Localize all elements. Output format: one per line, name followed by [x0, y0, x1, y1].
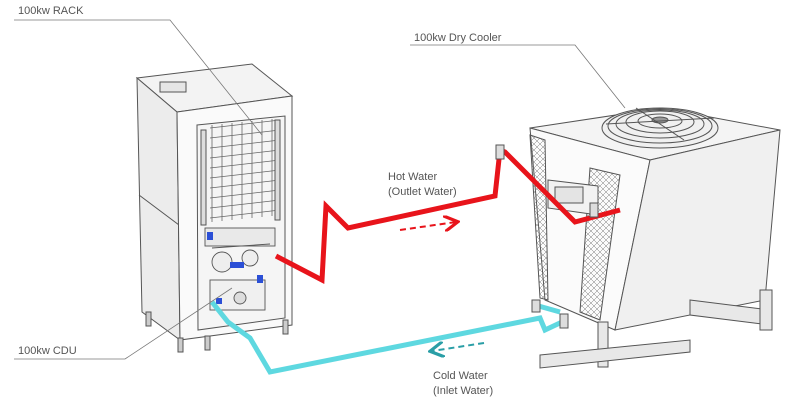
- hot-pipe-flanges: [495, 144, 599, 218]
- cold-water-pipe: [210, 300, 564, 375]
- hot-flow-arrow: [399, 222, 456, 230]
- hot-water-pipe: [274, 146, 621, 285]
- dry-cooler-label: 100kw Dry Cooler: [414, 32, 502, 44]
- cold-flow-arrow: [432, 343, 485, 351]
- cold-water-label: Cold Water: [433, 370, 488, 382]
- dry-cooler: [529, 107, 781, 369]
- leader-lines: [14, 19, 626, 360]
- cold-pipe-flanges: [531, 299, 569, 329]
- hot-water-sublabel: (Outlet Water): [388, 186, 457, 198]
- hot-water-label: Hot Water: [388, 171, 438, 183]
- rack-label: 100kw RACK: [18, 5, 84, 17]
- cold-water-sublabel: (Inlet Water): [433, 385, 494, 397]
- cdu-label: 100kw CDU: [18, 345, 77, 357]
- rack-cabinet: [135, 63, 294, 353]
